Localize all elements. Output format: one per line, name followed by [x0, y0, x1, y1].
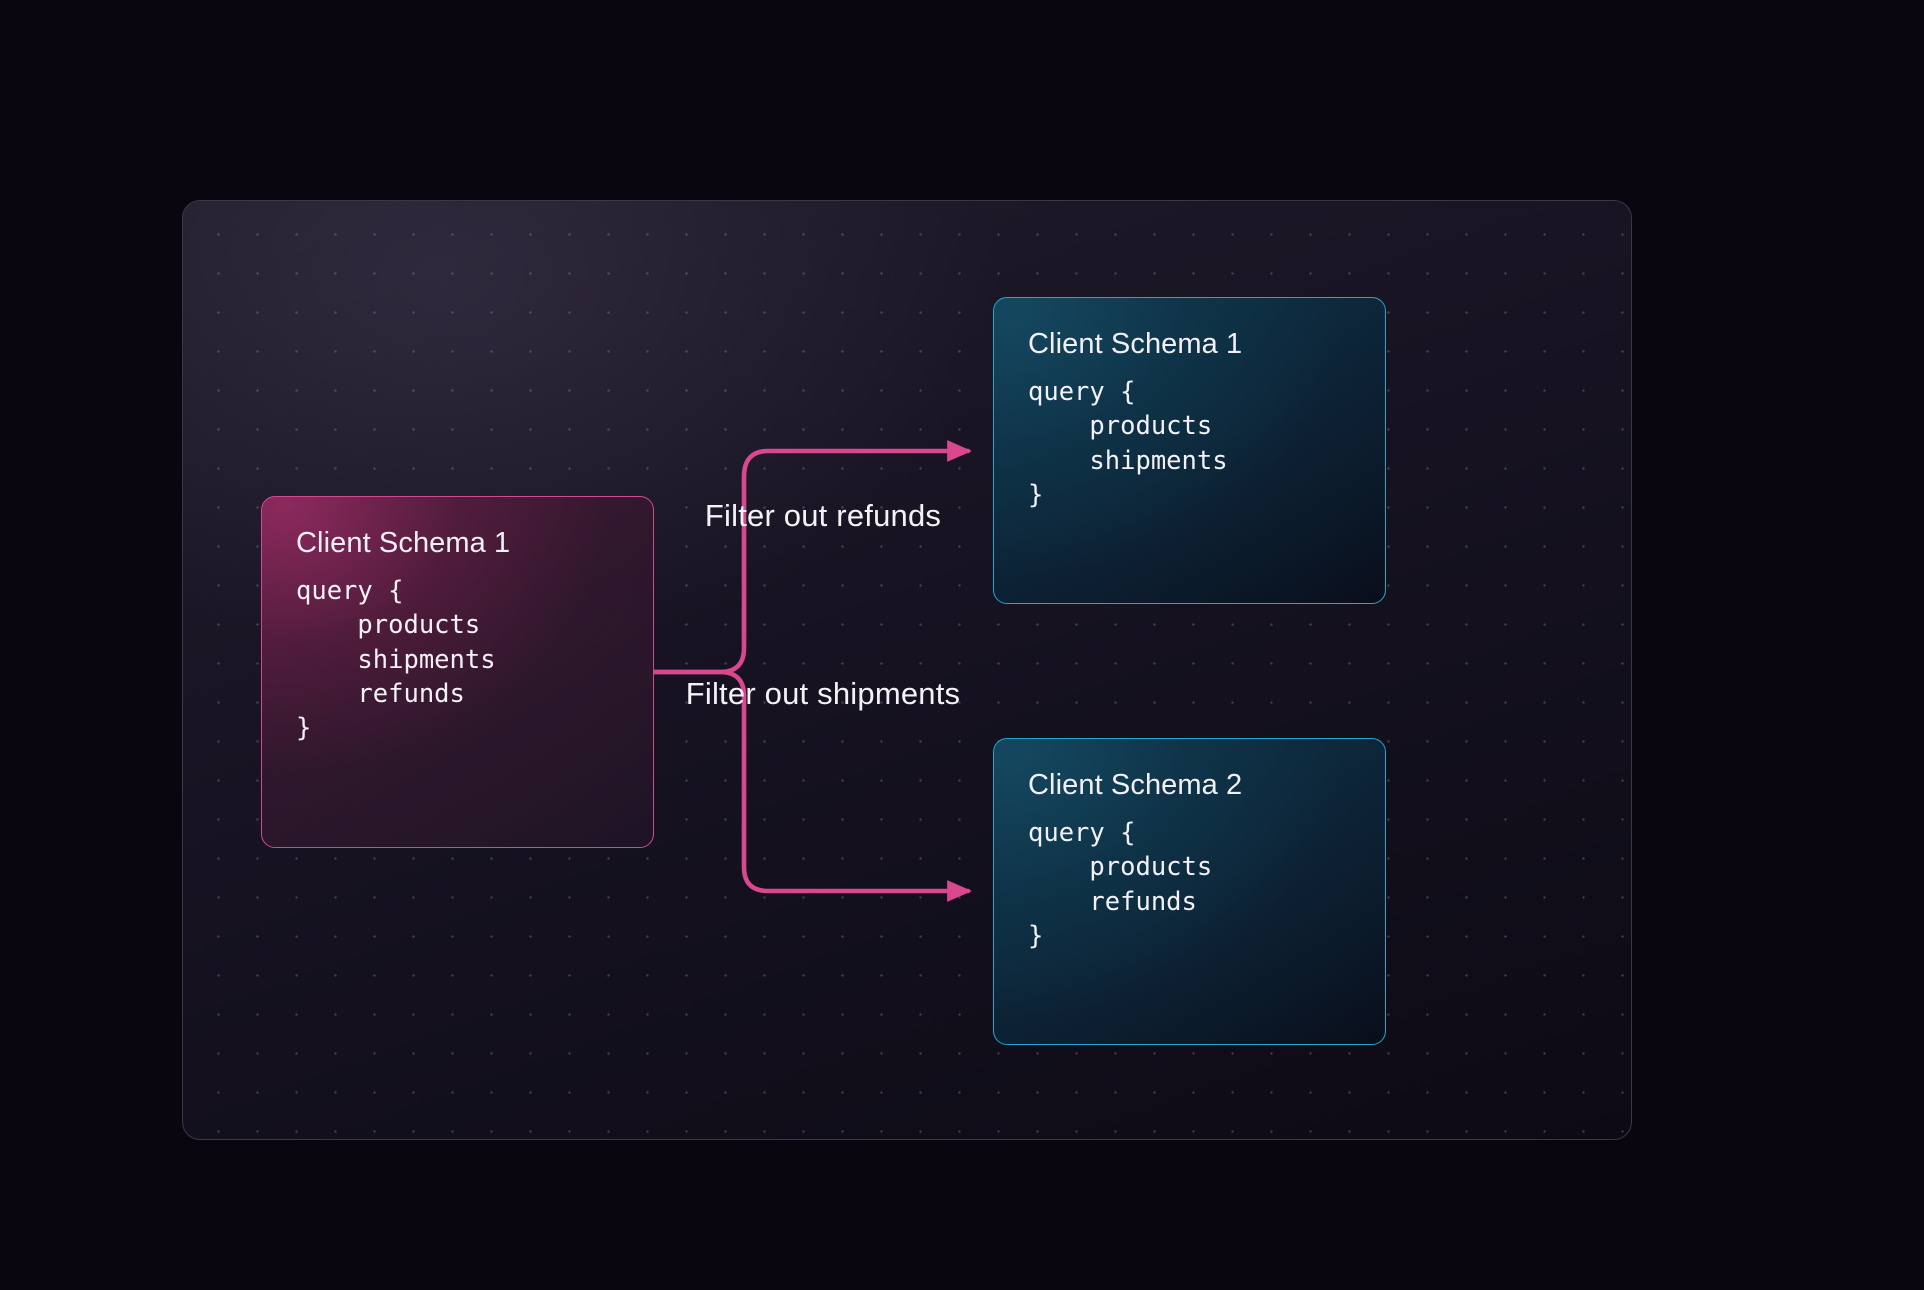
- card-title: Client Schema 2: [1028, 769, 1243, 801]
- card-result-client-schema-2[interactable]: Client Schema 2 query { products refunds…: [993, 738, 1386, 1045]
- card-title: Client Schema 1: [296, 527, 511, 559]
- card-result-client-schema-1[interactable]: Client Schema 1 query { products shipmen…: [993, 297, 1386, 604]
- card-code-block: query { products refunds }: [1028, 818, 1213, 951]
- card-code-block: query { products shipments }: [1028, 377, 1228, 510]
- canvas-panel: Filter out refunds Filter out shipments …: [182, 200, 1632, 1140]
- card-source-client-schema-1[interactable]: Client Schema 1 query { products shipmen…: [261, 496, 654, 848]
- edge-label-filter-out-refunds: Filter out refunds: [704, 498, 942, 533]
- connector-edge-top: [651, 440, 972, 675]
- card-code-block: query { products shipments refunds }: [296, 576, 496, 744]
- edge-label-filter-out-shipments: Filter out shipments: [685, 676, 961, 711]
- card-title: Client Schema 1: [1028, 328, 1243, 360]
